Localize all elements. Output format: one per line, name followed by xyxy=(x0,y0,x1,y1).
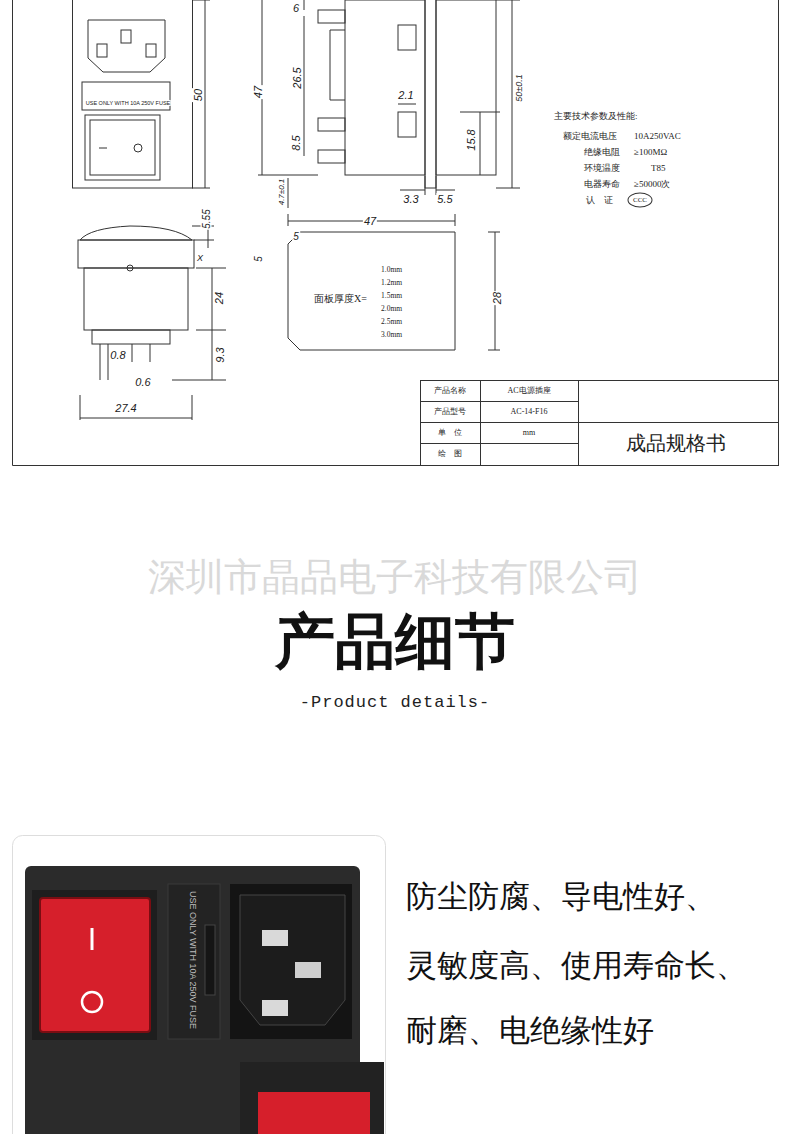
dimension: 4.7±0.1 xyxy=(278,178,287,207)
dimension: 0.6 xyxy=(134,376,151,388)
table-title: 成品规格书 xyxy=(625,432,727,454)
table-cell: AC-14-F16 xyxy=(510,408,549,417)
fuse-note: USE ONLY WITH 10A 250V FUSE xyxy=(187,890,197,1030)
dimension: 47 xyxy=(363,215,377,227)
table-cell: 绘 图 xyxy=(437,450,463,459)
dimension: 47 xyxy=(252,85,264,99)
fuse-note: USE ONLY WITH 10A 250V FUSE xyxy=(85,100,171,106)
dimension: 0.8 xyxy=(109,349,126,361)
spec-name: 电器寿命 xyxy=(583,180,621,190)
dimension: 5 xyxy=(292,231,300,242)
dimension: 2.1 xyxy=(397,89,414,101)
feature-text: 耐磨、电绝缘性好 xyxy=(405,1014,655,1048)
watermark: 深圳市晶品电子科技有限公司 xyxy=(147,557,643,599)
certification-mark: CCC xyxy=(628,193,653,208)
panel-note: 面板厚度X= xyxy=(313,293,368,304)
dimension: 28 xyxy=(491,291,503,305)
dimension: 50 xyxy=(192,88,204,102)
dimension: 5.5 xyxy=(436,193,453,205)
dimension: 6 xyxy=(292,2,300,14)
dimension: 15.8 xyxy=(465,128,477,151)
thickness-value: 1.5mm xyxy=(380,292,403,300)
mark-text: CCC xyxy=(633,196,647,204)
dimension: 24 xyxy=(213,291,225,305)
thickness-value: 2.0mm xyxy=(380,305,403,313)
dimension: 3.3 xyxy=(402,193,419,205)
spec-heading: 主要技术参数及性能: xyxy=(553,112,639,122)
table-cell: 产品名称 xyxy=(433,387,467,396)
subtitle: -Product details- xyxy=(299,694,491,713)
spec-value: 10A250VAC xyxy=(633,132,682,142)
dimension: 26.5 xyxy=(291,66,303,89)
thickness-value: 3.0mm xyxy=(380,331,403,339)
table-cell: mm xyxy=(522,429,536,438)
thickness-value: 2.5mm xyxy=(380,318,403,326)
feature-text: 防尘防腐、导电性好、 xyxy=(405,880,717,914)
spec-name: 绝缘电阻 xyxy=(583,148,621,158)
table-cell: 产品型号 xyxy=(433,408,467,417)
thickness-value: 1.0mm xyxy=(380,266,403,274)
table-cell: AC电源插座 xyxy=(506,387,551,396)
dimension: 27.4 xyxy=(114,402,137,414)
dimension: 5.55 xyxy=(201,208,212,229)
dimension: 8.5 xyxy=(290,134,302,151)
spec-name: 环境温度 xyxy=(583,164,621,174)
spec-name: 认 证 xyxy=(585,196,614,206)
dimension: 50±0.1 xyxy=(515,73,525,102)
dimension: X xyxy=(196,254,204,264)
spec-value: ≥50000次 xyxy=(633,180,671,190)
page-title: 产品细节 xyxy=(274,609,516,675)
spec-value: ≥100MΩ xyxy=(633,148,668,158)
dimension: 5 xyxy=(253,255,264,263)
thickness-value: 1.2mm xyxy=(380,279,403,287)
dimension: 9.3 xyxy=(214,346,226,363)
table-cell: 单 位 xyxy=(437,429,463,438)
spec-name: 额定电流电压 xyxy=(562,132,618,142)
feature-text: 灵敏度高、使用寿命长、 xyxy=(405,949,748,983)
spec-value: T85 xyxy=(650,164,667,174)
